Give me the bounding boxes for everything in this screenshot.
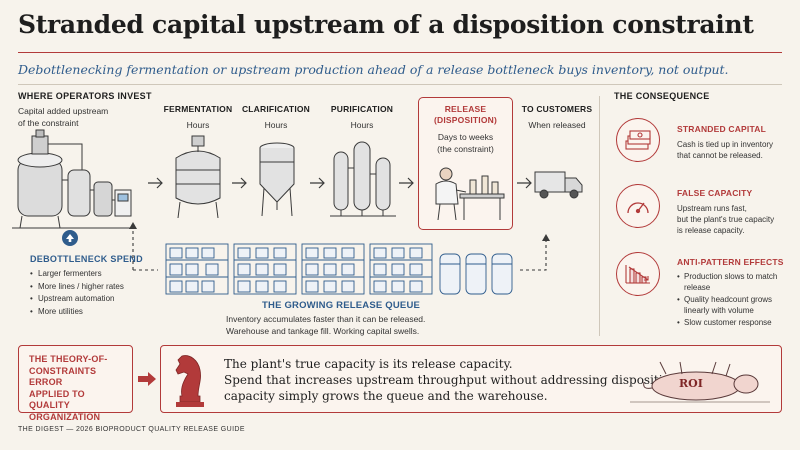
- invest-heading: WHERE OPERATORS INVEST: [18, 91, 152, 101]
- quote-line3: capacity simply grows the queue and the …: [224, 389, 548, 403]
- consequence-title-false: FALSE CAPACITY: [677, 188, 753, 198]
- arrow-icon: [310, 177, 325, 189]
- clarifier-tank-icon: [259, 142, 295, 217]
- stage-purification-label: PURIFICATION: [330, 104, 394, 114]
- stage-purification-sub: Hours: [350, 120, 374, 130]
- queue-body-line1: Inventory accumulates faster than it can…: [226, 314, 426, 324]
- up-arrow-icon: [62, 230, 78, 246]
- consequence-body-line: that cannot be released.: [677, 151, 763, 160]
- release-label-line2: (DISPOSITION): [433, 115, 498, 125]
- fermenter-tank-icon: [175, 135, 221, 219]
- quote-line1: The plant's true capacity is its release…: [224, 357, 513, 371]
- queue-body-line2: Warehouse and tankage fill. Working capi…: [226, 326, 420, 336]
- list-item: Slow customer response: [684, 318, 772, 327]
- arrow-icon: [232, 177, 247, 189]
- declining-chart-icon: [616, 252, 660, 296]
- consequence-heading: THE CONSEQUENCE: [614, 91, 710, 101]
- arrow-icon: [517, 177, 532, 189]
- page-title: Stranded capital upstream of a dispositi…: [18, 10, 754, 39]
- fallen-roi-pig-illustration: [630, 361, 770, 403]
- toc-error-line: APPLIED TO QUALITY: [29, 388, 85, 411]
- toc-error-line: CONSTRAINTS ERROR: [29, 365, 97, 388]
- queue-title: THE GROWING RELEASE QUEUE: [262, 300, 421, 311]
- invest-desc-line2: of the constraint: [18, 118, 79, 128]
- chess-knight-icon: [175, 355, 204, 407]
- gauge-icon: [616, 184, 660, 228]
- arrow-right-icon: [138, 372, 156, 386]
- footer-credit: THE DIGEST — 2026 BIOPRODUCT QUALITY REL…: [18, 426, 245, 433]
- list-item: More utilities: [30, 306, 124, 319]
- consequence-body-line: is release capacity.: [677, 226, 745, 235]
- consequence-body-line: Upstream runs fast,: [677, 204, 747, 213]
- toc-error-line: THE THEORY-OF-: [29, 354, 108, 364]
- spend-title: DEBOTTLENECK SPEND: [30, 254, 143, 264]
- customers-label: TO CUSTOMERS: [521, 104, 593, 114]
- lab-analyst-icon: [435, 167, 505, 221]
- upstream-equipment-illustration: [12, 129, 134, 229]
- release-sub-line2: (the constraint): [437, 144, 494, 154]
- consequence-body-line: Cash is tied up in inventory: [677, 140, 774, 149]
- arrow-icon: [399, 177, 414, 189]
- invest-desc-line1: Capital added upstream: [18, 106, 109, 116]
- release-constraint-box: [418, 97, 513, 230]
- delivery-truck-icon: [534, 171, 583, 199]
- release-label-line1: RELEASE: [444, 104, 487, 114]
- stage-clarification-label: CLARIFICATION: [241, 104, 311, 114]
- cash-stack-icon: [616, 118, 660, 162]
- title-divider: [18, 52, 782, 53]
- list-item: Larger fermenters: [30, 268, 124, 281]
- consequence-title-antipattern: ANTI-PATTERN EFFECTS: [677, 257, 784, 267]
- list-item: More lines / higher rates: [30, 281, 124, 294]
- column-divider: [599, 96, 600, 336]
- roi-label: ROI: [679, 377, 703, 390]
- stage-fermentation-label: FERMENTATION: [163, 104, 233, 114]
- release-queue-illustration: [165, 243, 513, 295]
- list-item: Upstream automation: [30, 293, 124, 306]
- quote-line2: Spend that increases upstream throughput…: [224, 373, 678, 387]
- toc-error-line: ORGANIZATION: [29, 411, 101, 422]
- page-subtitle: Debottlenecking fermentation or upstream…: [18, 62, 729, 77]
- arrow-icon: [148, 177, 163, 189]
- purification-columns-icon: [330, 141, 396, 217]
- subtitle-divider: [18, 84, 782, 85]
- consequence-title-stranded: STRANDED CAPITAL: [677, 124, 766, 134]
- customers-sub: When released: [528, 120, 586, 130]
- dashed-release-arrow: [520, 238, 547, 271]
- stage-clarification-sub: Hours: [264, 120, 288, 130]
- release-sub-line1: Days to weeks: [437, 132, 494, 142]
- spend-list: Larger fermenters More lines / higher ra…: [30, 268, 124, 318]
- toc-error-box: THE THEORY-OF- CONSTRAINTS ERROR APPLIED…: [18, 345, 133, 422]
- consequence-body-line: but the plant's true capacity: [677, 215, 775, 224]
- stage-fermentation-sub: Hours: [186, 120, 210, 130]
